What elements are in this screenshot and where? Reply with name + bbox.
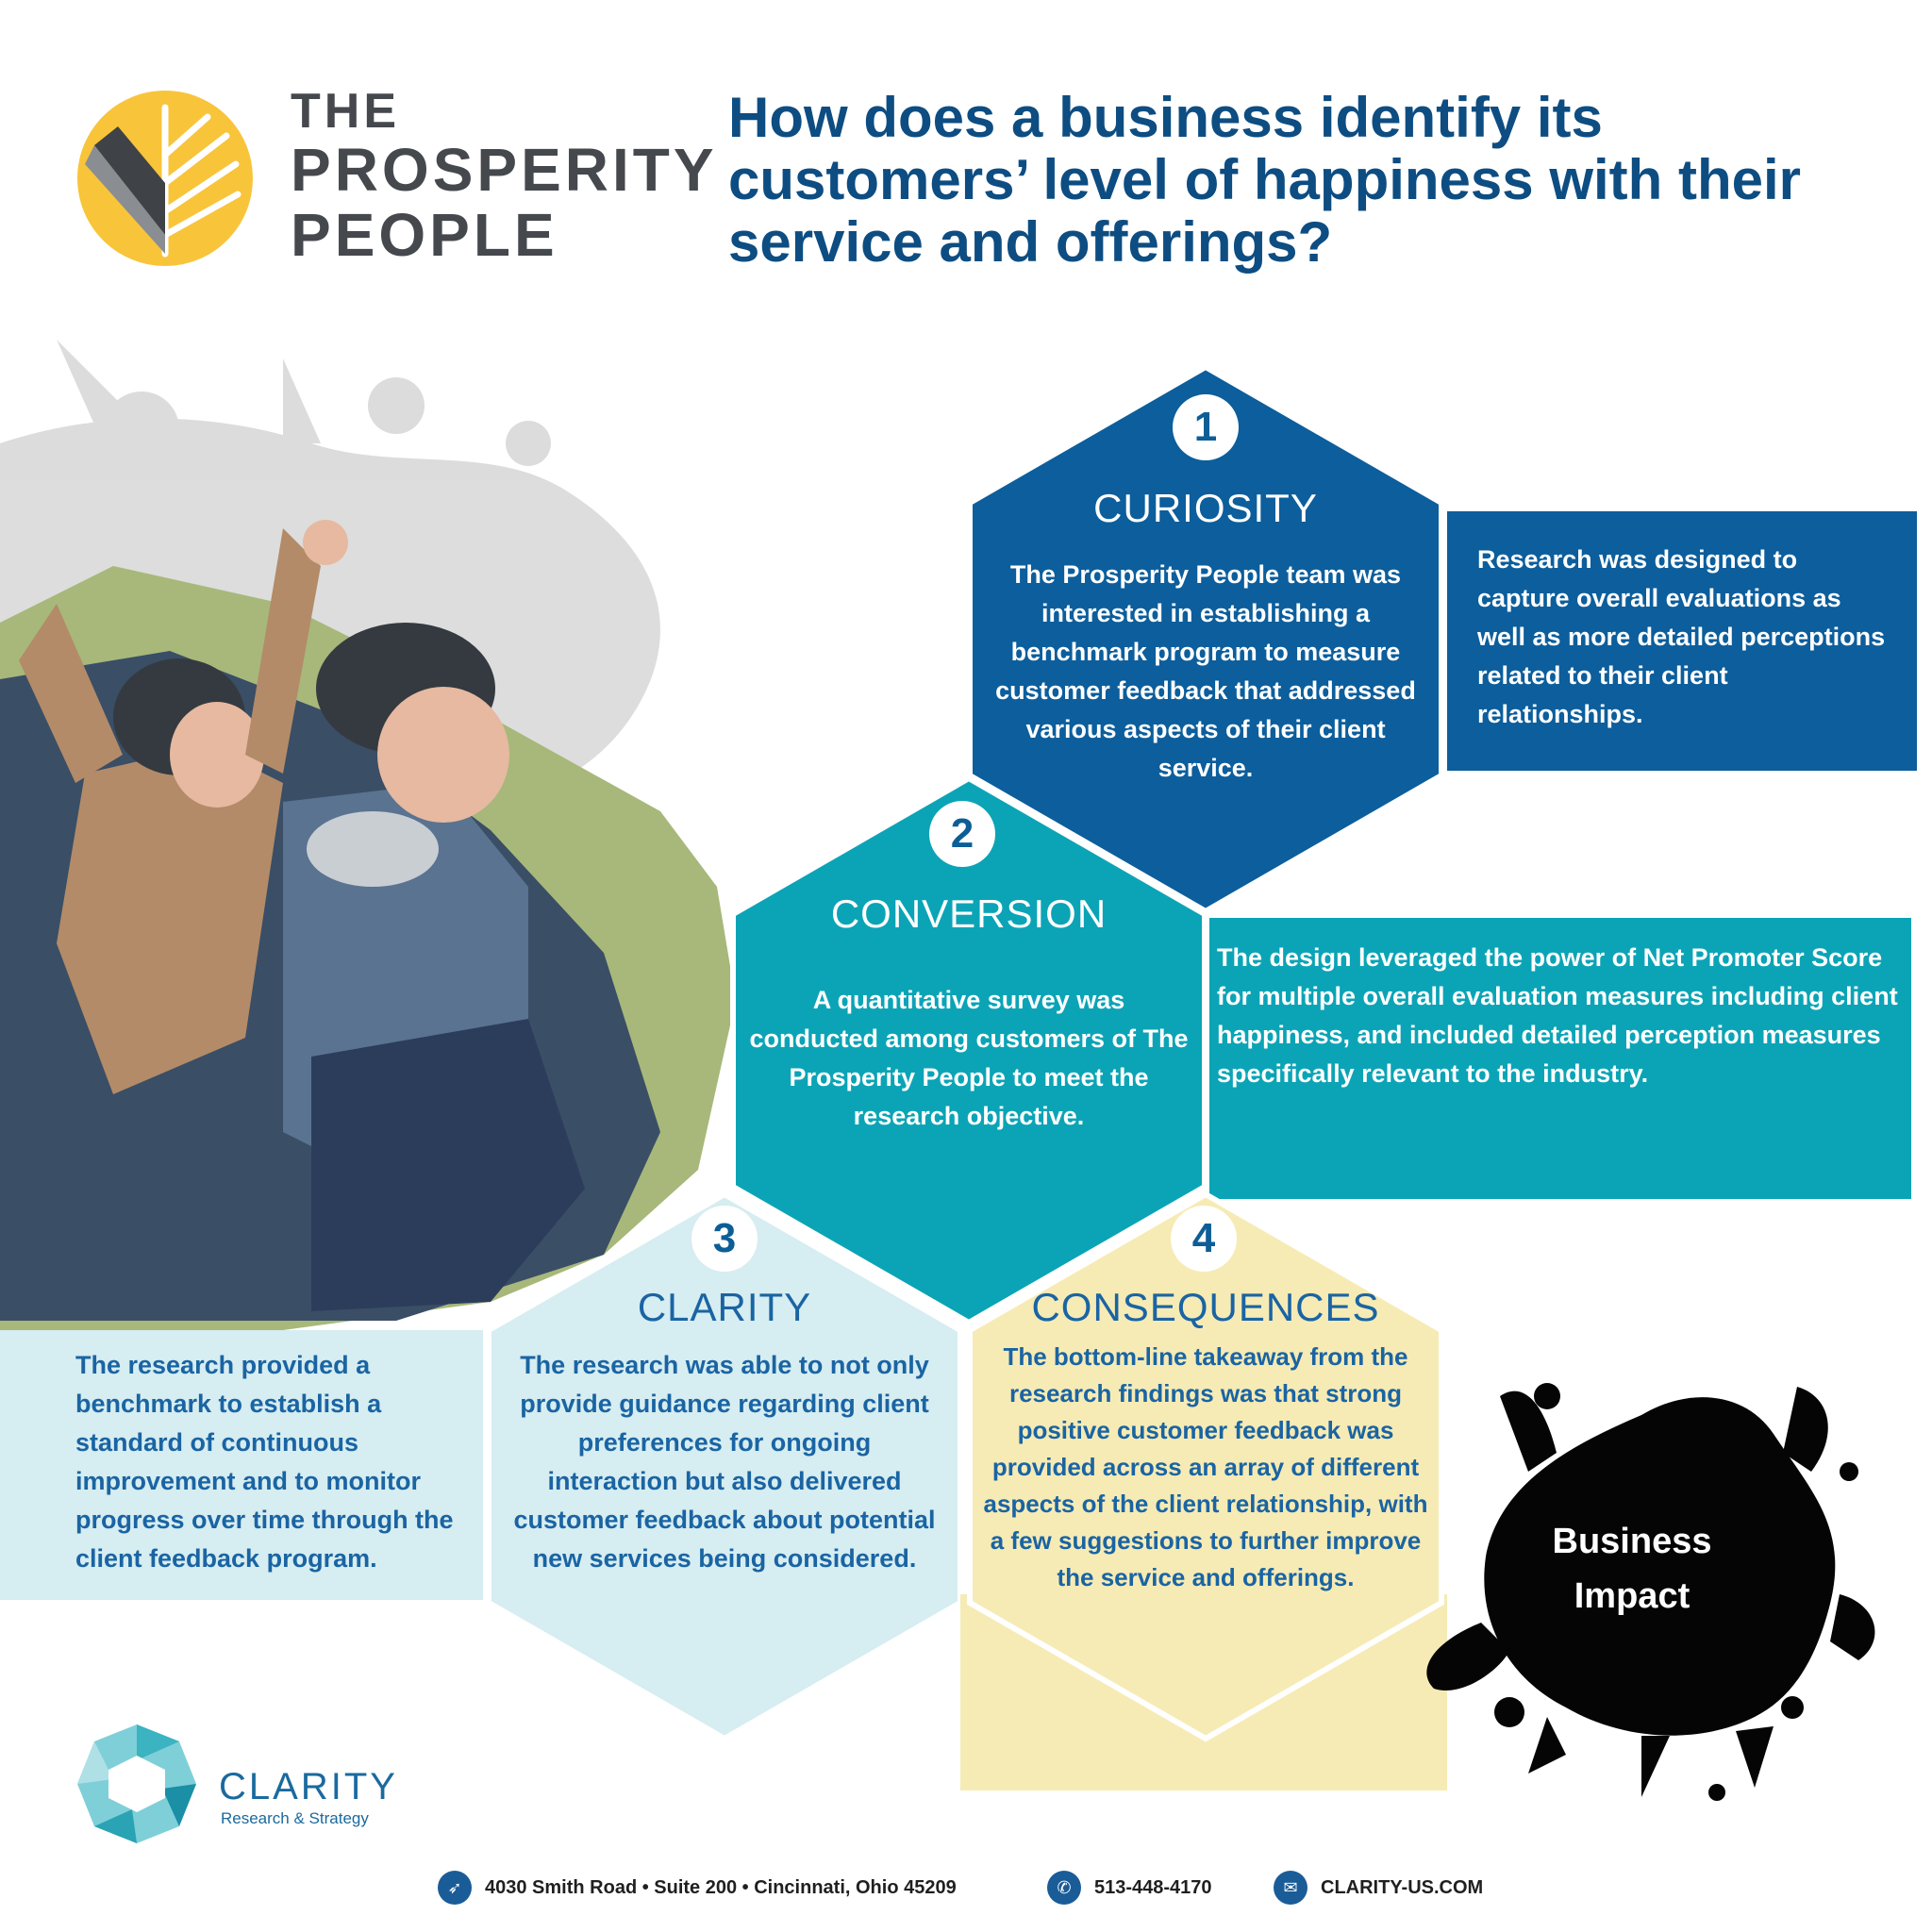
step-1-number: 1 [1173,394,1239,460]
step-2-title: CONVERSION [830,891,1108,936]
step-3-side-text: The research provided a benchmark to est… [75,1351,454,1573]
step-3-title: CLARITY [637,1285,812,1329]
page-title: How does a business identify its custome… [728,86,1801,274]
compass-icon: ➶ [438,1871,472,1905]
step-1-side-text: Research was designed to capture overall… [1477,545,1886,728]
footer-address-text: 4030 Smith Road • Suite 200 • Cincinnati… [485,1876,957,1898]
clarity-logo-subtitle: Research & Strategy [221,1809,369,1827]
gem-logo-icon [77,1724,196,1843]
step-2-number: 2 [929,801,995,867]
step-1-body: The Prosperity People team was intereste… [995,560,1416,782]
business-impact-label: Business Impact [1500,1514,1764,1624]
step-4-title: CONSEQUENCES [1031,1285,1380,1329]
step-2-body: A quantitative survey was conducted amon… [749,986,1189,1130]
scooter-photo [0,520,736,1330]
step-4-body: The bottom-line takeaway from the resear… [983,1342,1428,1591]
leaf-sun-logo-icon [77,91,253,266]
impact-line-1: Business [1552,1522,1712,1561]
impact-line-2: Impact [1574,1576,1690,1616]
step-4-number: 4 [1171,1206,1237,1272]
footer-phone-text: 513-448-4170 [1094,1876,1212,1898]
side-box-2 [1209,918,1911,1199]
envelope-icon: ✉ [1274,1871,1307,1905]
step-1-title: CURIOSITY [1093,486,1318,530]
step-2-side-text: The design leveraged the power of Net Pr… [1217,943,1898,1088]
side-box-1 [1447,511,1917,771]
hex-conversion [730,774,1208,1326]
footer-website[interactable]: ✉ CLARITY-US.COM [1274,1871,1483,1905]
step-3-body: The research was able to not only provid… [513,1351,936,1573]
brand-line-2: PROSPERITY [291,136,718,205]
step-3-number: 3 [691,1206,758,1272]
hex-consequences [967,1191,1444,1742]
clarity-logo-name: CLARITY [219,1766,398,1807]
hex-clarity [486,1191,963,1742]
brand-line-1: THE [291,84,400,139]
side-box-3 [0,1330,483,1600]
brand-name: THE PROSPERITY PEOPLE [291,85,718,268]
footer-website-text: CLARITY-US.COM [1321,1876,1484,1898]
hex-curiosity [967,363,1444,915]
footer-address: ➶ 4030 Smith Road • Suite 200 • Cincinna… [438,1871,957,1905]
brand-line-3: PEOPLE [291,201,558,270]
ink-splat-icon [1426,1383,1875,1801]
footer-phone[interactable]: ✆ 513-448-4170 [1047,1871,1212,1905]
phone-icon: ✆ [1047,1871,1081,1905]
